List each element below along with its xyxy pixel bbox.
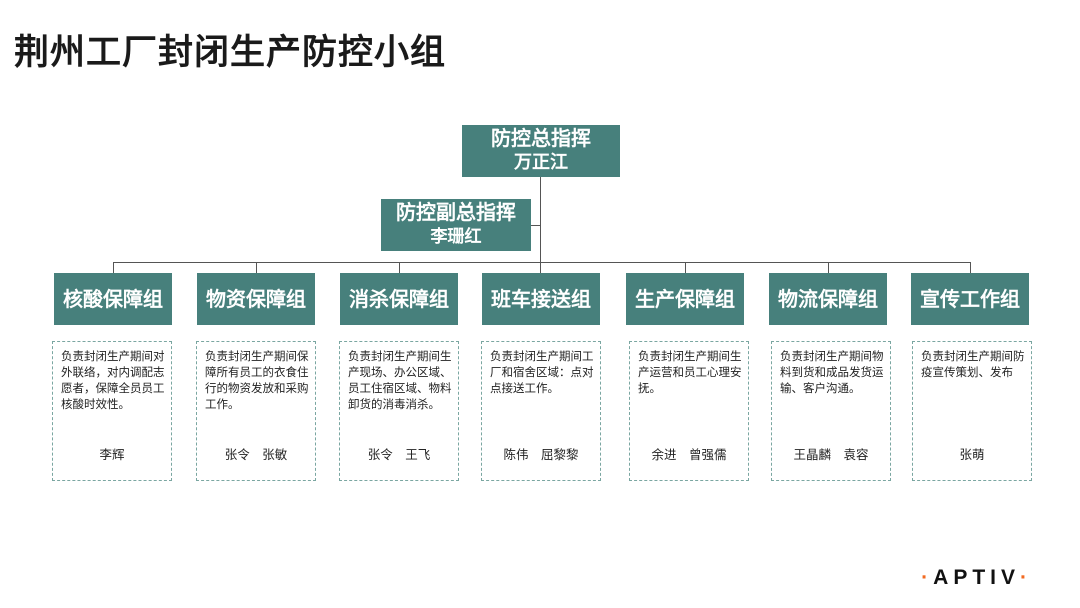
connector-drop	[256, 262, 257, 273]
connector-groups-horizontal	[113, 262, 971, 263]
group-card-logistics: 负责封闭生产期间物料到货和成品发货运输、客户沟通。 王晶麟 袁容	[771, 341, 891, 481]
logo-dot-icon: ·	[921, 566, 934, 589]
group-box-shuttle: 班车接送组	[482, 273, 600, 325]
group-members: 余进 曾强儒	[651, 447, 727, 462]
group-description: 负责封闭生产期间保障所有员工的衣食住行的物资发放和采购工作。	[205, 349, 309, 411]
group-description: 负责封闭生产期间对外联络，对内调配志愿者，保障全员员工核酸时效性。	[61, 349, 165, 411]
group-description: 负责封闭生产期间防疫宣传策划、发布	[921, 349, 1025, 379]
group-members: 王晶麟 袁容	[793, 447, 869, 462]
connector-drop	[399, 262, 400, 273]
connector-drop	[685, 262, 686, 273]
logo-text: APTIV	[933, 566, 1020, 589]
connector-chief-vertical	[540, 177, 541, 262]
group-card-nucleic-acid: 负责封闭生产期间对外联络，对内调配志愿者，保障全员员工核酸时效性。 李辉	[52, 341, 172, 481]
group-members: 陈伟 屈黎黎	[503, 447, 579, 462]
logo-dot-icon: ·	[1020, 566, 1032, 589]
group-description: 负责封闭生产期间生产运营和员工心理安抚。	[638, 349, 742, 395]
group-card-publicity: 负责封闭生产期间防疫宣传策划、发布 张萌	[912, 341, 1032, 481]
deputy-commander-box: 防控副总指挥 李珊红	[381, 199, 531, 251]
group-description: 负责封闭生产期间物料到货和成品发货运输、客户沟通。	[780, 349, 884, 395]
group-box-logistics: 物流保障组	[769, 273, 887, 325]
deputy-role: 防控副总指挥	[396, 200, 516, 224]
group-box-publicity: 宣传工作组	[911, 273, 1029, 325]
group-members: 张令 张敏	[224, 447, 288, 462]
group-box-production: 生产保障组	[626, 273, 744, 325]
group-members: 李辉	[99, 447, 125, 462]
group-box-disinfection: 消杀保障组	[340, 273, 458, 325]
connector-deputy-horizontal	[531, 225, 541, 226]
group-members: 张萌	[959, 447, 985, 462]
group-description: 负责封闭生产期间生产现场、办公区域、员工住宿区域、物料卸货的消毒消杀。	[348, 349, 452, 411]
connector-drop	[540, 262, 541, 273]
aptiv-logo: ·APTIV·	[921, 566, 1032, 590]
connector-drop	[113, 262, 114, 273]
group-card-production: 负责封闭生产期间生产运营和员工心理安抚。 余进 曾强儒	[629, 341, 749, 481]
connector-drop	[828, 262, 829, 273]
group-box-nucleic-acid: 核酸保障组	[54, 273, 172, 325]
group-box-supplies: 物资保障组	[197, 273, 315, 325]
group-card-supplies: 负责封闭生产期间保障所有员工的衣食住行的物资发放和采购工作。 张令 张敏	[196, 341, 316, 481]
group-members: 张令 王飞	[367, 447, 431, 462]
group-card-shuttle: 负责封闭生产期间工厂和宿舍区域：点对点接送工作。 陈伟 屈黎黎	[481, 341, 601, 481]
deputy-name: 李珊红	[430, 227, 482, 247]
chief-name: 万正江	[514, 152, 568, 173]
group-description: 负责封闭生产期间工厂和宿舍区域：点对点接送工作。	[490, 349, 594, 395]
page-title: 荆州工厂封闭生产防控小组	[14, 33, 447, 73]
chief-commander-box: 防控总指挥 万正江	[462, 125, 620, 177]
group-card-disinfection: 负责封闭生产期间生产现场、办公区域、员工住宿区域、物料卸货的消毒消杀。 张令 王…	[339, 341, 459, 481]
connector-drop	[970, 262, 971, 273]
chief-role: 防控总指挥	[491, 126, 591, 150]
